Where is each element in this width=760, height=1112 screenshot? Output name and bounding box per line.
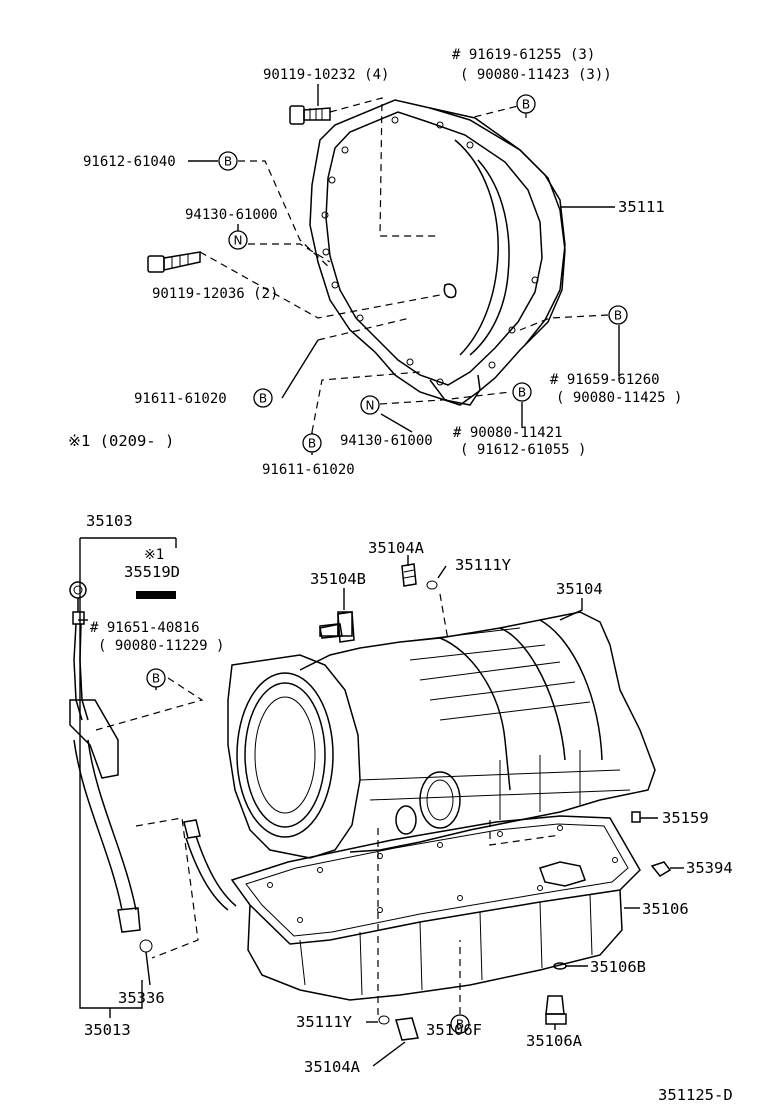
- note-1-date-range: ※1 (0209- ): [68, 432, 174, 450]
- label-91611-61020-bottom: 91611-61020: [262, 462, 355, 478]
- label-90119-10232: 90119-10232 (4): [263, 67, 389, 83]
- b-marker: B: [512, 382, 532, 402]
- label-35111Y-bottom: 35111Y: [296, 1013, 353, 1031]
- label-35159: 35159: [662, 809, 709, 827]
- label-35336: 35336: [118, 989, 165, 1007]
- b-marker: B: [253, 388, 273, 408]
- svg-text:N: N: [366, 399, 375, 413]
- oil-pan-drawing: [230, 815, 641, 1001]
- label-91659-61260: # 91659-61260: [550, 372, 660, 388]
- label-35519D: 35519D: [124, 563, 180, 581]
- b-marker: B: [146, 668, 166, 688]
- b-marker: B: [608, 305, 628, 325]
- label-90080-11423: ( 90080-11423 (3)): [460, 67, 612, 83]
- label-90080-11229: ( 90080-11229 ): [98, 638, 224, 654]
- label-91619-61255: # 91619-61255 (3): [452, 47, 595, 63]
- label-35104A-bottom: 35104A: [304, 1058, 361, 1076]
- svg-text:B: B: [224, 155, 232, 169]
- circle-markers: B B N B B B N B B B: [146, 94, 628, 1034]
- bolt-90119-10232-drawing: [289, 105, 331, 125]
- label-90119-12036: 90119-12036 (2): [152, 286, 278, 302]
- svg-text:B: B: [456, 1018, 464, 1032]
- svg-text:B: B: [614, 309, 622, 323]
- label-35104: 35104: [556, 580, 603, 598]
- label-35106A: 35106A: [526, 1032, 583, 1050]
- note-1-marker: ※1: [144, 547, 164, 563]
- small-parts-drawing: [319, 563, 672, 1041]
- label-35104A-top: 35104A: [368, 539, 425, 557]
- label-35106B: 35106B: [590, 958, 646, 976]
- label-35103: 35103: [86, 512, 133, 530]
- label-90080-11421: # 90080-11421: [453, 425, 563, 441]
- top-leader-lines: [188, 84, 620, 455]
- label-35394: 35394: [686, 859, 733, 877]
- bottom-leader-lines: [78, 537, 684, 1067]
- svg-text:N: N: [234, 234, 243, 248]
- dipstick-drawing: [69, 581, 237, 953]
- svg-text:B: B: [518, 386, 526, 400]
- part-labels: 90119-10232 (4) # 91619-61255 (3) ( 9008…: [68, 47, 733, 1104]
- svg-text:B: B: [308, 437, 316, 451]
- label-91612-61040: 91612-61040: [83, 154, 176, 170]
- label-91651-40816: # 91651-40816: [90, 620, 200, 636]
- label-91611-61020-left: 91611-61020: [134, 391, 227, 407]
- label-94130-61000-bottom: 94130-61000: [340, 433, 433, 449]
- diagram-code: 351125-D: [658, 1086, 733, 1104]
- label-35111: 35111: [618, 198, 665, 216]
- label-35104B: 35104B: [310, 570, 366, 588]
- label-35106: 35106: [642, 900, 689, 918]
- label-35106F: 35106F: [426, 1021, 482, 1039]
- svg-text:B: B: [259, 392, 267, 406]
- n-marker: N: [228, 230, 248, 250]
- label-90080-11425: ( 90080-11425 ): [556, 390, 682, 406]
- 35519D-label-bar: [136, 591, 176, 599]
- b-marker: B: [516, 94, 536, 114]
- label-35013: 35013: [84, 1021, 131, 1039]
- svg-text:B: B: [522, 98, 530, 112]
- transmission-case-drawing: [227, 611, 656, 859]
- bolt-90119-12036-drawing: [147, 251, 201, 273]
- label-91612-61055: ( 91612-61055 ): [460, 442, 586, 458]
- b-marker: B: [302, 433, 322, 453]
- b-marker: B: [450, 1014, 470, 1034]
- svg-text:B: B: [152, 672, 160, 686]
- converter-housing-drawing: [309, 99, 566, 406]
- b-marker: B: [218, 151, 238, 171]
- n-marker: N: [360, 395, 380, 415]
- label-94130-61000-top: 94130-61000: [185, 207, 278, 223]
- label-35111Y-top: 35111Y: [455, 556, 512, 574]
